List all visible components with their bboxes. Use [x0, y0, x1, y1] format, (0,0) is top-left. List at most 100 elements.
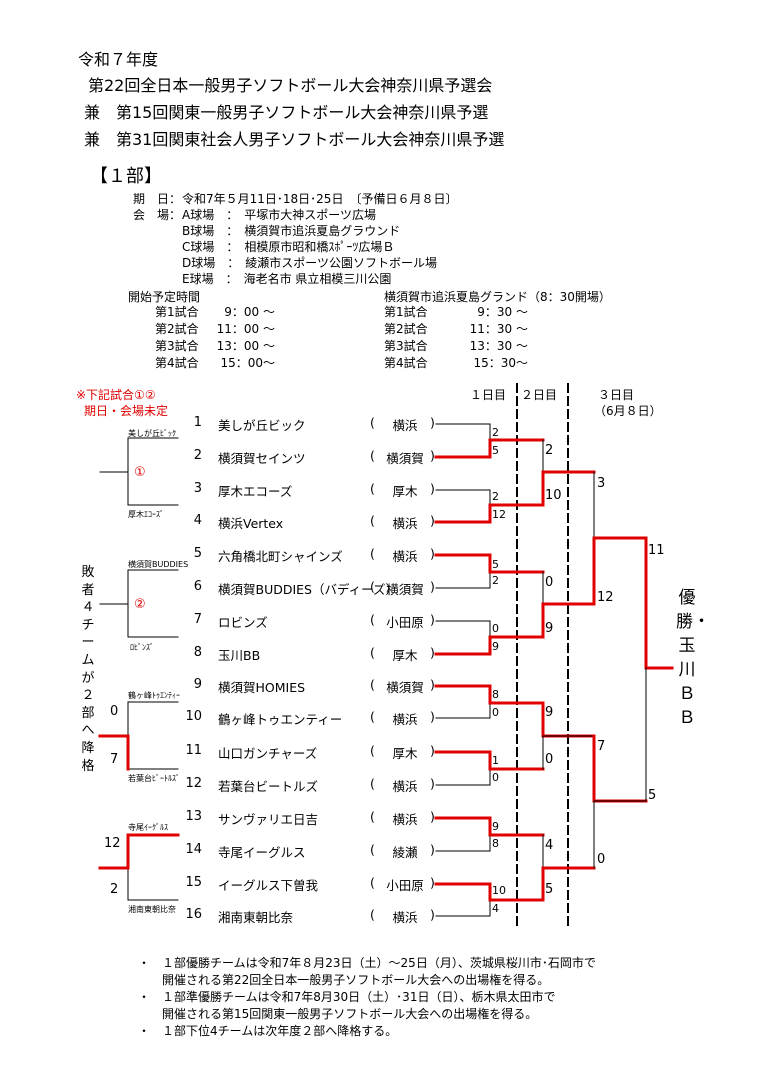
venue-c: C球場 ： 相模原市昭和橋ｽﾎﾟｰﾂ広場Ｂ [182, 240, 395, 254]
team-number: 14 [185, 842, 202, 857]
team-area-close-paren: ) [430, 612, 435, 627]
team-area-close-paren: ) [430, 709, 435, 724]
playoff4-score-top: 12 [104, 836, 121, 851]
round1-score: 9 [492, 820, 499, 833]
team-area-close-paren: ) [430, 645, 435, 660]
team-name: 横須賀セインツ [218, 451, 306, 466]
venue-e: E球場 ： 海老名市 県立相模三川公園 [182, 272, 392, 286]
schedule-left-time: 9：00 ～ [224, 305, 275, 319]
team-area-open-paren: ( [370, 415, 375, 430]
team-area-open-paren: ( [370, 612, 375, 627]
footer-note: ・ １部優勝チームは令和7年８月23日（土）～25日（月）、茨城県桜川市･石岡市… [138, 956, 596, 970]
team-area-open-paren: ( [370, 513, 375, 528]
round1-score: 1 [492, 754, 499, 767]
team-area-close-paren: ) [430, 448, 435, 463]
r1-line [435, 768, 491, 786]
team-area: 厚木 [392, 746, 418, 761]
playoff1-top: 美しが丘ﾋﾞｯｸ [128, 429, 176, 438]
r3-win-line [592, 536, 648, 606]
playoff3-score-bottom: 7 [110, 752, 119, 767]
r1-line [435, 423, 491, 441]
footer-note: ・ １部下位4チームは次年度２部へ降格する。 [138, 1024, 398, 1038]
r1-line [435, 834, 491, 852]
r1-line [435, 489, 491, 506]
undecided-note-2: 期日・会場未定 [84, 404, 169, 418]
playoff3-top: 鶴ヶ峰ﾄｩｴﾝﾃｨｰ [128, 691, 180, 700]
schedule-left-game: 第4試合 [155, 356, 199, 370]
footer-note: 開催される第15回関東一般男子ソフトボール大会への出場権を得る。 [138, 1007, 538, 1021]
r3-line [593, 471, 647, 539]
team-area-close-paren: ) [430, 546, 435, 561]
schedule-right-time: 15：30～ [473, 356, 528, 370]
team-name: 玉川BB [218, 648, 261, 663]
r1-line [435, 702, 491, 719]
playoff4-score-bottom: 2 [110, 882, 119, 897]
r1-line [435, 899, 491, 917]
year-heading: 令和７年度 [78, 50, 159, 69]
round2-score: 0 [545, 575, 554, 590]
title-line-3: 兼 第31回関東社会人男子ソフトボール大会神奈川県予選 [84, 130, 505, 149]
schedule-right-time: 13：30 ～ [469, 339, 528, 353]
round2-score: 9 [545, 705, 554, 720]
round1-score: 0 [492, 706, 499, 719]
round1-score: 4 [492, 902, 499, 915]
final-score: 5 [648, 788, 657, 803]
round1-score: 8 [492, 688, 499, 701]
round1-score: 8 [492, 837, 499, 850]
round1-score: 2 [492, 490, 499, 503]
team-area: 横須賀 [386, 582, 424, 597]
schedule-right-game: 第3試合 [384, 339, 428, 353]
schedule-left-title: 開始予定時間 [128, 290, 201, 304]
r3-line [593, 800, 647, 869]
playoff4-top: 寺尾ｲｰｸﾞﾙｽ [128, 823, 168, 832]
team-number: 7 [193, 612, 202, 627]
r2-win-line [541, 470, 596, 507]
schedule-left-game: 第2試合 [155, 322, 199, 336]
team-area-close-paren: ) [430, 875, 435, 890]
round2-score: 5 [545, 882, 554, 897]
team-area-open-paren: ( [370, 645, 375, 660]
round2-score: 9 [545, 621, 554, 636]
schedule-left-time: 15：00～ [220, 356, 275, 370]
team-area-open-paren: ( [370, 809, 375, 824]
r1-win-line [434, 684, 545, 705]
r1-win-line [434, 438, 545, 459]
round1-score: 0 [492, 622, 499, 635]
playoff4-line [127, 867, 179, 901]
team-number: 15 [185, 875, 202, 890]
venue-label: 会 場： [133, 208, 182, 222]
team-area-close-paren: ) [430, 776, 435, 791]
playoff2-mark: ② [134, 597, 146, 612]
team-area-open-paren: ( [370, 776, 375, 791]
round2-score: 2 [545, 443, 554, 458]
team-area-close-paren: ) [430, 842, 435, 857]
playoff3-score-top: 0 [110, 704, 119, 719]
team-name: 山口ガンチャーズ [218, 746, 318, 761]
round1-score: 5 [492, 558, 499, 571]
final-win-line [644, 536, 674, 670]
team-number: 2 [193, 448, 202, 463]
round1-score: 2 [492, 426, 499, 439]
team-area: 横須賀 [386, 451, 424, 466]
r1-line [435, 620, 491, 638]
team-name: 横浜Vertex [218, 516, 284, 531]
round2-score: 0 [545, 752, 554, 767]
playoff3-line [127, 701, 179, 770]
title-line-1: 第22回全日本一般男子ソフトボール大会神奈川県予選会 [88, 76, 493, 95]
round1-score: 10 [492, 884, 506, 897]
schedule-left-time: 13：00 ～ [216, 339, 275, 353]
day1-label: １日目 [470, 388, 507, 402]
team-number: 5 [193, 546, 202, 561]
team-area-close-paren: ) [430, 907, 435, 922]
team-area-open-paren: ( [370, 579, 375, 594]
round3-score: 3 [597, 476, 606, 491]
team-number: 13 [185, 809, 202, 824]
team-area: 横浜 [392, 910, 418, 925]
team-number: 16 [185, 907, 202, 922]
r2-win-line [541, 866, 596, 902]
team-area-open-paren: ( [370, 448, 375, 463]
playoff4-bottom: 湘南東朝比奈 [128, 905, 176, 914]
r1-win-line [434, 503, 545, 524]
day3-date: （6月８日） [594, 404, 662, 418]
team-area-close-paren: ) [430, 513, 435, 528]
